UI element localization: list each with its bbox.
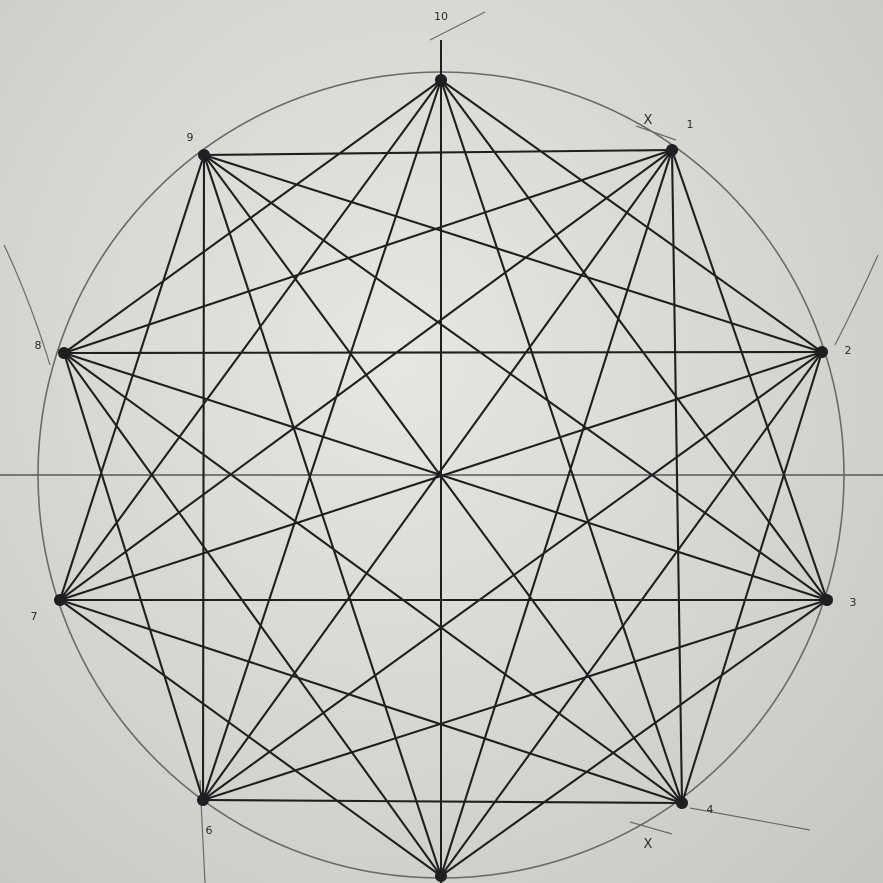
construction-mark: X — [644, 113, 653, 128]
chord-line — [201, 598, 829, 802]
chord-line — [201, 153, 206, 802]
vertex-point — [676, 797, 688, 809]
vertex-point — [435, 870, 447, 882]
chord-line — [439, 78, 824, 354]
vertex-label: 9 — [187, 131, 194, 144]
chord-line — [202, 148, 674, 157]
construction-arc — [689, 807, 811, 831]
vertex-point — [54, 594, 66, 606]
chord-line — [62, 78, 443, 355]
vertex-point — [197, 794, 209, 806]
chord-line — [62, 351, 205, 802]
chord-line — [439, 350, 824, 878]
chord-line — [58, 598, 443, 878]
chord-line — [670, 148, 684, 805]
chord-lines-layer — [58, 78, 829, 878]
vertex-label: 4 — [707, 803, 714, 816]
vertex-label: 7 — [31, 610, 38, 623]
chord-line — [202, 153, 829, 602]
vertex-label: 3 — [850, 596, 857, 609]
chord-line — [58, 598, 684, 805]
vertex-point — [435, 74, 447, 86]
vertex-point — [666, 144, 678, 156]
chord-line — [201, 78, 443, 802]
construction-mark: X — [644, 837, 653, 852]
chord-line — [62, 350, 824, 355]
vertex-point — [816, 346, 828, 358]
chord-line — [201, 350, 824, 802]
chord-line — [58, 78, 443, 602]
construction-marks-layer: XX — [644, 113, 653, 852]
chord-line — [62, 351, 684, 805]
chord-line — [62, 351, 829, 602]
construction-arc — [3, 244, 51, 366]
chord-line — [62, 148, 674, 355]
vertex-label: 6 — [206, 824, 213, 837]
chord-line — [58, 153, 206, 602]
vertex-point — [198, 149, 210, 161]
vertex-labels-layer: 10 1 2 3 4 6 7 8 9 — [31, 10, 857, 837]
vertex-point — [58, 347, 70, 359]
vertex-label: 1 — [687, 118, 694, 131]
construction-arc — [834, 254, 879, 346]
chord-line — [439, 78, 684, 805]
chord-line — [201, 798, 684, 805]
chord-line — [202, 153, 824, 354]
construction-tick — [629, 821, 673, 835]
vertex-points-layer — [54, 74, 833, 882]
construction-arc — [429, 11, 486, 41]
chord-line — [439, 78, 829, 602]
chord-line — [202, 153, 684, 805]
construction-tick — [635, 125, 677, 141]
chord-line — [680, 350, 824, 805]
chord-line — [202, 153, 443, 878]
vertex-point — [821, 594, 833, 606]
vertex-label: 2 — [845, 344, 852, 357]
vertex-label: 8 — [35, 339, 42, 352]
chord-line — [62, 351, 443, 878]
vertex-label: 10 — [434, 10, 448, 23]
